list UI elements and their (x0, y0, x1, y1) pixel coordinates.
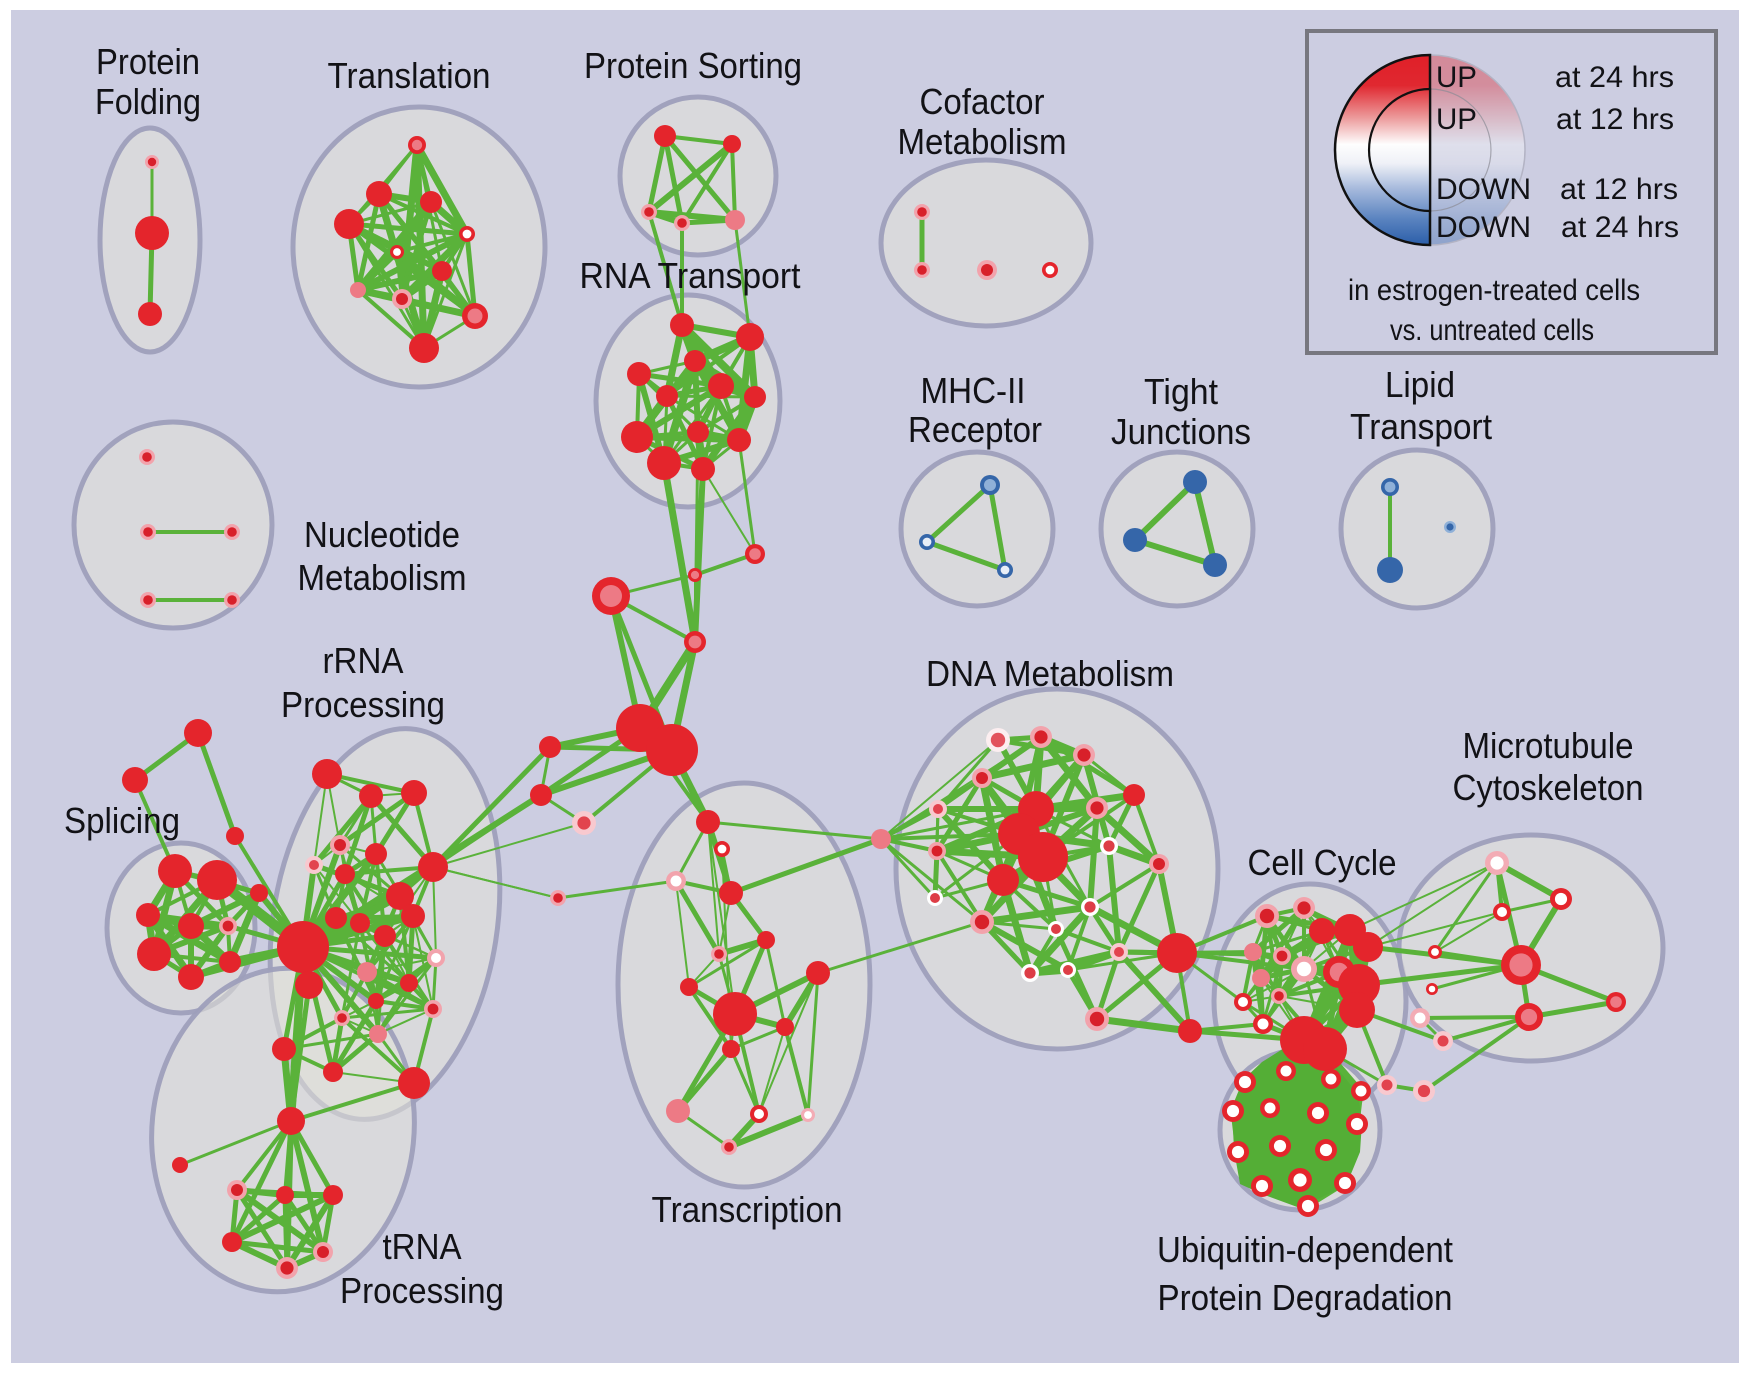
svg-text:Cytoskeleton: Cytoskeleton (1453, 767, 1644, 808)
svg-text:Ubiquitin-dependent: Ubiquitin-dependent (1157, 1229, 1453, 1270)
svg-text:Processing: Processing (281, 684, 445, 725)
svg-text:in estrogen-treated cells: in estrogen-treated cells (1348, 274, 1640, 307)
svg-text:at 24 hrs: at 24 hrs (1555, 61, 1674, 94)
svg-text:tRNA: tRNA (383, 1226, 462, 1267)
svg-text:Transport: Transport (1350, 406, 1492, 447)
svg-text:Processing: Processing (340, 1270, 504, 1311)
svg-text:Junctions: Junctions (1111, 411, 1251, 452)
svg-text:Metabolism: Metabolism (898, 121, 1067, 162)
svg-text:at 24 hrs: at 24 hrs (1561, 211, 1679, 244)
svg-text:MHC-II: MHC-II (921, 370, 1026, 411)
svg-text:UP: UP (1436, 61, 1477, 94)
svg-text:Tight: Tight (1144, 371, 1218, 412)
svg-text:Cell Cycle: Cell Cycle (1248, 842, 1397, 883)
svg-text:Metabolism: Metabolism (298, 557, 467, 598)
svg-text:Receptor: Receptor (908, 409, 1042, 450)
svg-text:Microtubule: Microtubule (1463, 725, 1634, 766)
svg-text:Lipid: Lipid (1385, 364, 1455, 405)
svg-text:Protein Degradation: Protein Degradation (1158, 1277, 1453, 1318)
svg-text:DNA Metabolism: DNA Metabolism (926, 653, 1174, 694)
svg-text:Splicing: Splicing (64, 800, 180, 841)
svg-text:Folding: Folding (95, 81, 201, 122)
svg-text:Cofactor: Cofactor (920, 81, 1045, 122)
svg-text:DOWN: DOWN (1436, 211, 1531, 244)
svg-text:Protein: Protein (96, 41, 200, 82)
svg-text:at 12 hrs: at 12 hrs (1556, 103, 1674, 136)
svg-text:UP: UP (1436, 103, 1477, 136)
svg-text:Nucleotide: Nucleotide (304, 514, 460, 555)
svg-text:vs. untreated cells: vs. untreated cells (1390, 314, 1594, 347)
svg-text:DOWN: DOWN (1436, 173, 1531, 206)
svg-text:Translation: Translation (328, 55, 491, 96)
svg-text:at 12 hrs: at 12 hrs (1560, 173, 1678, 206)
svg-text:RNA Transport: RNA Transport (580, 255, 801, 296)
svg-text:rRNA: rRNA (323, 640, 404, 681)
svg-text:Transcription: Transcription (652, 1189, 843, 1230)
svg-text:Protein Sorting: Protein Sorting (584, 45, 802, 86)
